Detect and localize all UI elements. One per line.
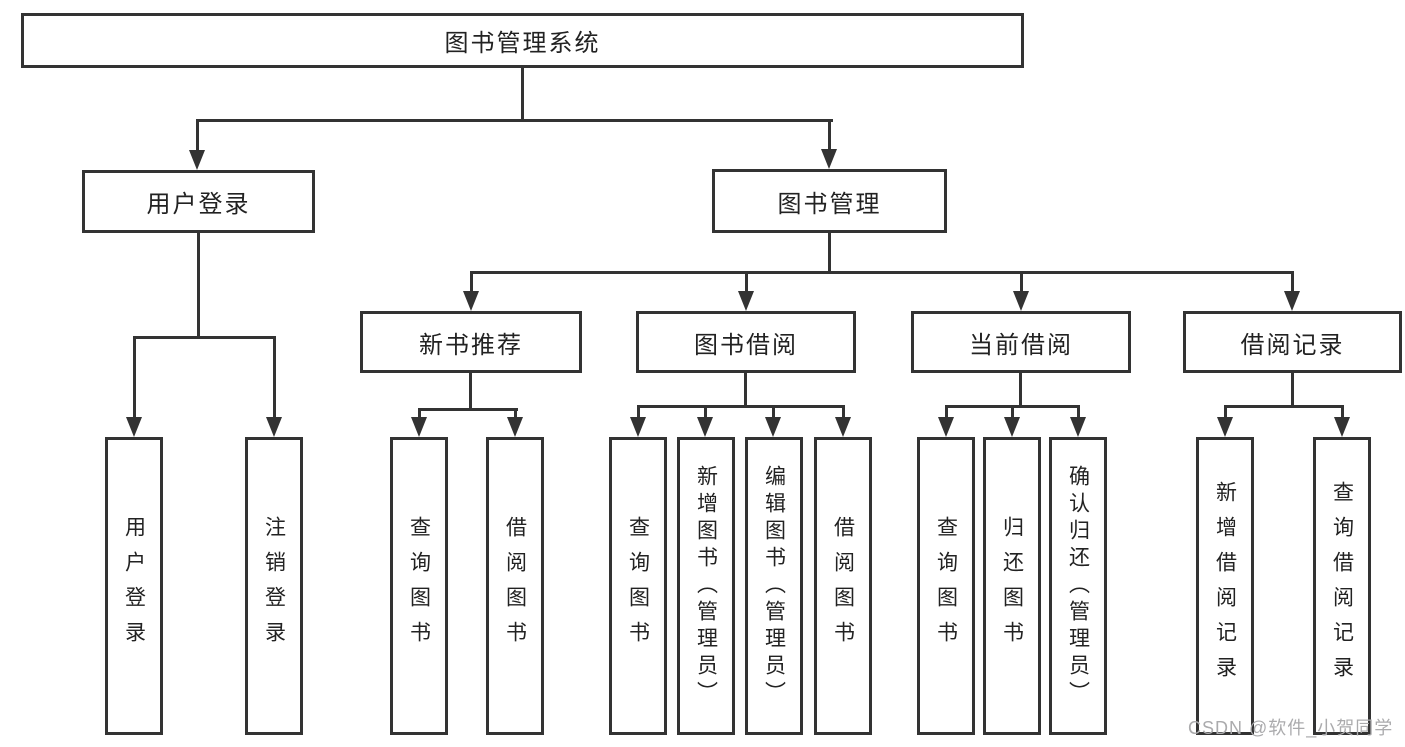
connector-drop-br-query: [1341, 405, 1344, 420]
connector-drop-bb-edit: [772, 405, 775, 420]
connector-drop-cb-query: [945, 405, 948, 420]
connector-borrow-records-split: [1224, 405, 1344, 408]
connector-drop-bb-query: [637, 405, 640, 420]
arrow-down-leaf-logout-icon: [266, 417, 282, 437]
connector-new-book-rec-stem: [469, 373, 472, 411]
leaf-bb-query-book: 查询图书: [609, 437, 667, 735]
leaf-bb-borrow-book: 借阅图书: [814, 437, 872, 735]
node-root-library-system: 图书管理系统: [21, 13, 1024, 68]
arrow-down-nb-query-icon: [411, 417, 427, 437]
node-new-book-recommend: 新书推荐: [360, 311, 582, 373]
arrow-down-cb-confirm-icon: [1070, 417, 1086, 437]
arrow-down-borrow-records-icon: [1284, 291, 1300, 311]
connector-root-split: [197, 119, 833, 122]
arrow-down-nb-borrow-icon: [507, 417, 523, 437]
connector-drop-book-borrow: [745, 271, 748, 294]
connector-drop-book-mgmt: [828, 119, 831, 152]
arrow-down-bb-borrow-icon: [835, 417, 851, 437]
connector-drop-nb-borrow: [514, 408, 517, 420]
node-book-management: 图书管理: [712, 169, 947, 233]
leaf-logout: 注销登录: [245, 437, 303, 735]
leaf-nb-borrow-book: 借阅图书: [486, 437, 544, 735]
connector-book-mgmt-stem: [828, 233, 831, 274]
connector-root-stem: [521, 68, 524, 122]
connector-current-borrow-stem: [1019, 373, 1022, 408]
connector-drop-bb-borrow: [842, 405, 845, 420]
arrow-down-bb-query-icon: [630, 417, 646, 437]
arrow-down-cb-query-icon: [938, 417, 954, 437]
connector-user-login-split: [133, 336, 276, 339]
connector-drop-current-borrow: [1020, 271, 1023, 294]
leaf-bb-edit-book-admin: 编辑图书（管理员）: [745, 437, 803, 735]
node-user-login: 用户登录: [82, 170, 315, 233]
leaf-cb-query-book: 查询图书: [917, 437, 975, 735]
node-current-borrow: 当前借阅: [911, 311, 1131, 373]
connector-drop-br-add: [1224, 405, 1227, 420]
arrow-down-br-query-icon: [1334, 417, 1350, 437]
connector-drop-bb-add: [704, 405, 707, 420]
connector-drop-new-book-rec: [470, 271, 473, 294]
arrow-down-new-book-rec-icon: [463, 291, 479, 311]
connector-drop-cb-return: [1011, 405, 1014, 420]
arrow-down-current-borrow-icon: [1013, 291, 1029, 311]
arrow-down-cb-return-icon: [1004, 417, 1020, 437]
leaf-nb-query-book: 查询图书: [390, 437, 448, 735]
leaf-cb-return-book: 归还图书: [983, 437, 1041, 735]
leaf-bb-add-book-admin: 新增图书（管理员）: [677, 437, 735, 735]
connector-drop-user-login: [196, 119, 199, 153]
arrow-down-bb-add-icon: [697, 417, 713, 437]
connector-drop-nb-query: [418, 408, 421, 420]
connector-drop-leaf-user-login: [133, 336, 136, 420]
node-borrow-records: 借阅记录: [1183, 311, 1402, 373]
leaf-cb-confirm-return-admin: 确认归还（管理员）: [1049, 437, 1107, 735]
arrow-down-leaf-user-login-icon: [126, 417, 142, 437]
connector-new-book-rec-split: [418, 408, 518, 411]
connector-drop-borrow-records: [1291, 271, 1294, 294]
leaf-user-login: 用户登录: [105, 437, 163, 735]
connector-book-borrow-split: [637, 405, 845, 408]
connector-borrow-records-stem: [1291, 373, 1294, 408]
arrow-down-book-borrow-icon: [738, 291, 754, 311]
connector-user-login-stem: [197, 233, 200, 339]
connector-book-borrow-stem: [744, 373, 747, 408]
arrow-down-user-login-icon: [189, 150, 205, 170]
connector-drop-cb-confirm: [1077, 405, 1080, 420]
leaf-br-query-record: 查询借阅记录: [1313, 437, 1371, 735]
node-book-borrow: 图书借阅: [636, 311, 856, 373]
arrow-down-bb-edit-icon: [765, 417, 781, 437]
leaf-br-add-record: 新增借阅记录: [1196, 437, 1254, 735]
arrow-down-book-mgmt-icon: [821, 149, 837, 169]
arrow-down-br-add-icon: [1217, 417, 1233, 437]
connector-drop-leaf-logout: [273, 336, 276, 420]
connector-book-mgmt-split: [470, 271, 1294, 274]
csdn-watermark: CSDN @软件_小贺同学: [1188, 718, 1394, 738]
